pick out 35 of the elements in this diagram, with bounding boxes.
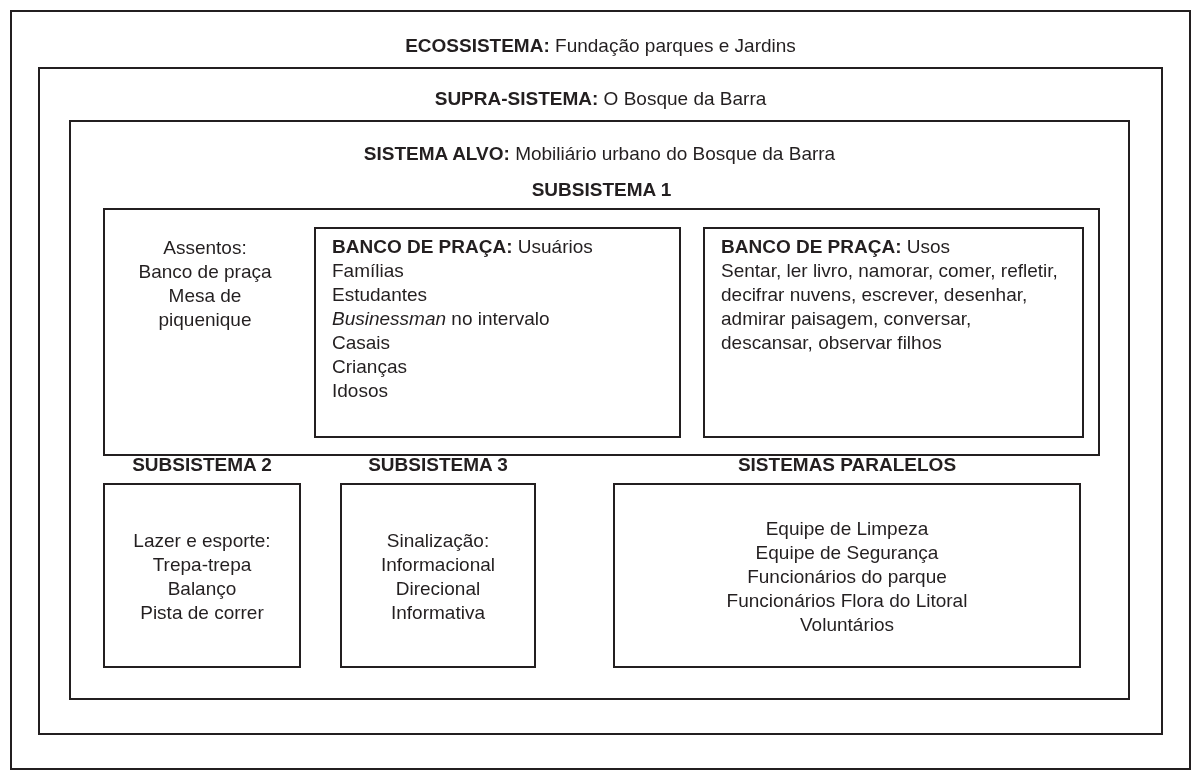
subsystem-heading: SUBSISTEMA 2: [131, 453, 273, 477]
item-text: Pista de correr: [140, 601, 264, 625]
item-text: Famílias: [332, 259, 404, 283]
box-heading: BANCO DE PRAÇA: Usuários: [332, 235, 593, 259]
system-box: [38, 67, 1163, 735]
item-text: Sentar, ler livro, namorar, comer, refletir, decifrar nuvens, escrever, desenhar, admirar paisagem, conversar, descansar, observar filhos: [721, 259, 1059, 355]
system-box: [703, 227, 1084, 438]
item-text: Equipe de Limpeza: [765, 517, 929, 541]
system-title: ECOSSISTEMA: Fundação parques e Jardins: [404, 34, 797, 58]
item-text: Estudantes: [332, 283, 428, 307]
item-text: Funcionários do parque: [747, 565, 947, 589]
system-box: [10, 10, 1191, 770]
subsystem-heading: SISTEMAS PARALELOS: [736, 453, 958, 477]
item-text: Lazer e esporte:: [133, 529, 271, 553]
item-text: Businessman no intervalo: [332, 307, 550, 331]
system-box: [69, 120, 1130, 700]
item-text: Assentos: Banco de praça Mesa de piquenique: [137, 236, 273, 332]
item-text: Voluntários: [800, 613, 894, 637]
item-text: Informativa: [391, 601, 485, 625]
system-box: [314, 227, 681, 438]
item-text: Informacional: [380, 553, 496, 577]
item-text: Direcional: [395, 577, 481, 601]
subsystem-heading: SUBSISTEMA 3: [367, 453, 509, 477]
item-text: Funcionários Flora do Litoral: [726, 589, 968, 613]
item-text: Casais: [332, 331, 391, 355]
item-text: Equipe de Segurança: [755, 541, 939, 565]
item-text: Idosos: [332, 379, 388, 403]
item-text: Trepa-trepa: [152, 553, 252, 577]
subsystem-heading: SUBSISTEMA 1: [530, 178, 673, 202]
system-title: SISTEMA ALVO: Mobiliário urbano do Bosque da Barra: [362, 142, 837, 166]
system-title: SUPRA-SISTEMA: O Bosque da Barra: [433, 87, 768, 111]
box-heading: BANCO DE PRAÇA: Usos: [721, 235, 951, 259]
item-text: Balanço: [167, 577, 237, 601]
item-text: Crianças: [332, 355, 407, 379]
item-text: Sinalização:: [386, 529, 490, 553]
